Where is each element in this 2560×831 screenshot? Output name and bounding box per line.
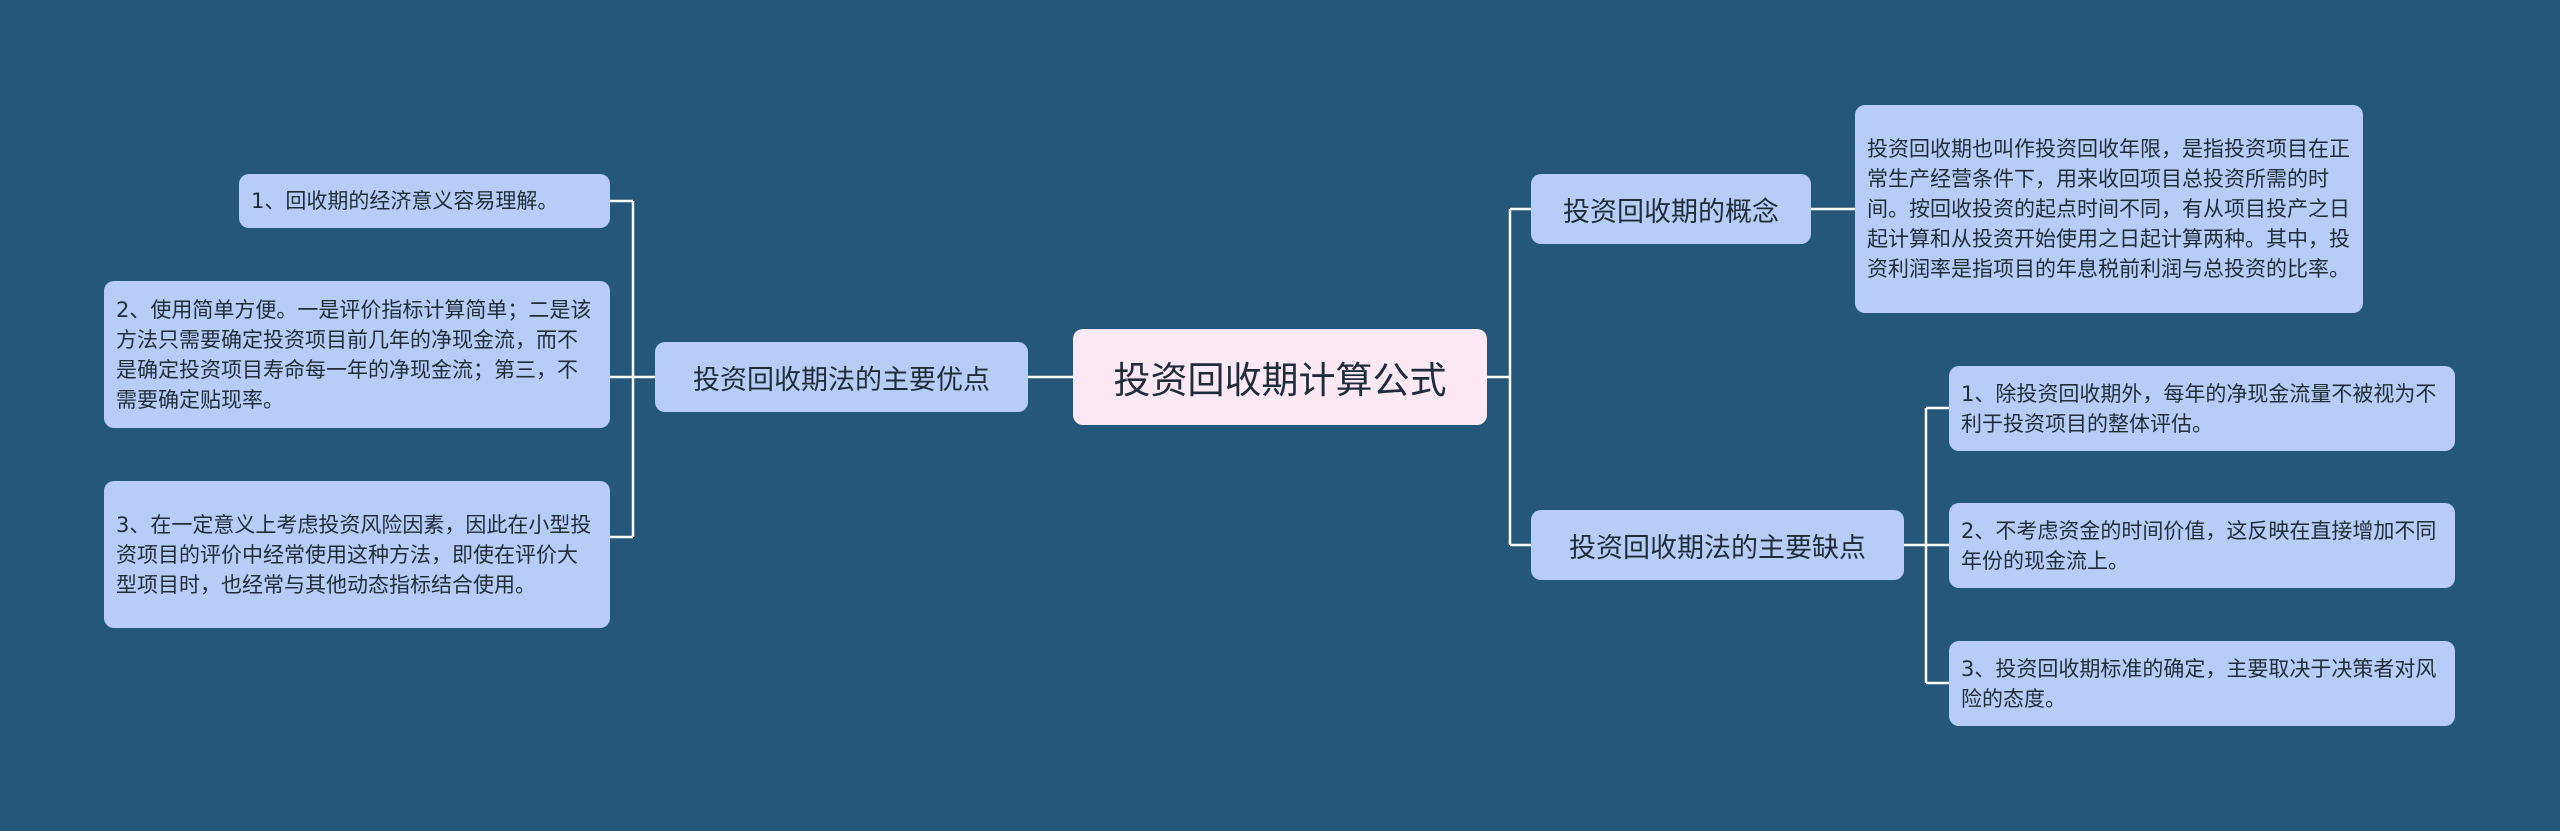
advantage-2-text: 2、使用简单方便。一是评价指标计算简单；二是该方法只需要确定投资项目前几年的净现… — [116, 297, 592, 412]
concept-detail[interactable]: 投资回收期也叫作投资回收年限，是指投资项目在正常生产经营条件下，用来收回项目总投… — [1855, 105, 2363, 313]
root-label: 投资回收期计算公式 — [1113, 359, 1447, 402]
branch-advantages-label: 投资回收期法的主要优点 — [693, 364, 990, 396]
drawback-2[interactable]: 2、不考虑资金的时间价值，这反映在直接增加不同年份的现金流上。 — [1949, 503, 2455, 588]
advantage-3[interactable]: 3、在一定意义上考虑投资风险因素，因此在小型投资项目的评价中经常使用这种方法，即… — [104, 481, 610, 628]
advantage-2[interactable]: 2、使用简单方便。一是评价指标计算简单；二是该方法只需要确定投资项目前几年的净现… — [104, 281, 610, 428]
drawback-2-text: 2、不考虑资金的时间价值，这反映在直接增加不同年份的现金流上。 — [1961, 518, 2437, 573]
advantage-1-text: 1、回收期的经济意义容易理解。 — [251, 189, 559, 213]
drawback-1[interactable]: 1、除投资回收期外，每年的净现金流量不被视为不利于投资项目的整体评估。 — [1949, 366, 2455, 451]
concept-detail-text: 投资回收期也叫作投资回收年限，是指投资项目在正常生产经营条件下，用来收回项目总投… — [1867, 137, 2350, 281]
drawback-3-text: 3、投资回收期标准的确定，主要取决于决策者对风险的态度。 — [1961, 656, 2437, 711]
root-node[interactable]: 投资回收期计算公式 — [1073, 329, 1487, 425]
branch-drawbacks-label: 投资回收期法的主要缺点 — [1569, 532, 1866, 564]
branch-concept-label: 投资回收期的概念 — [1563, 196, 1779, 228]
drawback-1-text: 1、除投资回收期外，每年的净现金流量不被视为不利于投资项目的整体评估。 — [1961, 381, 2437, 436]
drawback-3[interactable]: 3、投资回收期标准的确定，主要取决于决策者对风险的态度。 — [1949, 641, 2455, 726]
branch-drawbacks[interactable]: 投资回收期法的主要缺点 — [1531, 510, 1904, 580]
advantage-3-text: 3、在一定意义上考虑投资风险因素，因此在小型投资项目的评价中经常使用这种方法，即… — [116, 512, 592, 597]
branch-concept[interactable]: 投资回收期的概念 — [1531, 174, 1811, 244]
branch-advantages[interactable]: 投资回收期法的主要优点 — [655, 342, 1028, 412]
advantage-1[interactable]: 1、回收期的经济意义容易理解。 — [239, 174, 610, 228]
